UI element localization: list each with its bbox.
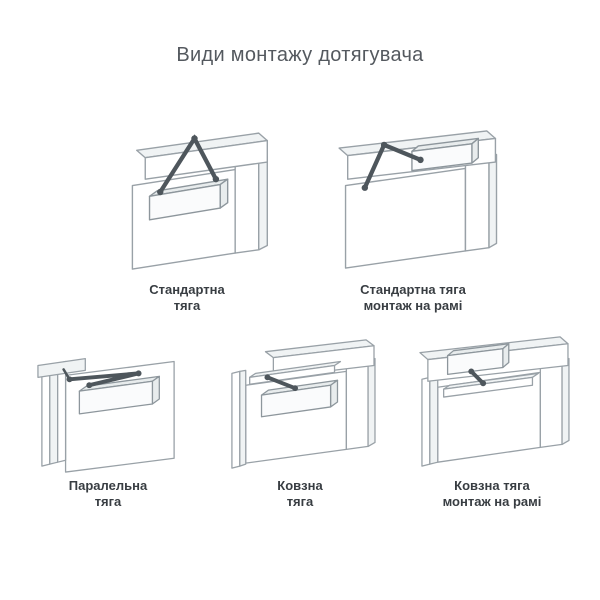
door-closer-body bbox=[260, 379, 339, 418]
caption-line: Стандартна тяга bbox=[360, 282, 466, 297]
closer-arm bbox=[264, 374, 299, 392]
caption-line: монтаж на рамі bbox=[442, 494, 542, 509]
caption-line: тяга bbox=[173, 298, 201, 313]
door-closer-body bbox=[148, 178, 229, 221]
diagram-caption: Стандартна тяга монтаж на рамі bbox=[360, 282, 466, 314]
closer-arm bbox=[157, 134, 220, 196]
diagram-row-top: Стандартна тяга bbox=[0, 119, 600, 314]
caption-line: тяга bbox=[286, 494, 314, 509]
standard-arm-frame-mount-illustration bbox=[338, 130, 498, 269]
diagram-parallel-arm: Паралельна тяга bbox=[17, 328, 199, 510]
diagram-caption: Ковзна тяга монтаж на рамі bbox=[443, 478, 542, 510]
door-closer-body bbox=[78, 375, 160, 415]
page-title: Види монтажу дотягувача bbox=[176, 44, 424, 66]
caption-line: монтаж на рамі bbox=[363, 298, 463, 313]
caption-line: Паралельна bbox=[68, 478, 148, 493]
slide-arm-illustration bbox=[231, 339, 376, 469]
closer-arm bbox=[361, 141, 424, 191]
slide-channel bbox=[443, 372, 540, 398]
diagram-caption: Стандартна тяга bbox=[149, 282, 225, 314]
diagram-standard-arm-frame-mount: Стандартна тяга монтаж на рамі bbox=[313, 119, 513, 314]
door-closer-body bbox=[446, 343, 510, 376]
diagram-slide-arm: Ковзна тяга bbox=[209, 328, 391, 510]
closer-arm bbox=[62, 368, 142, 389]
caption-line: тяга bbox=[94, 494, 122, 509]
caption-line: Ковзна bbox=[277, 478, 323, 493]
diagram-row-bottom: Паралельна тяга bbox=[0, 328, 600, 510]
diagram-standard-arm: Стандартна тяга bbox=[87, 119, 287, 314]
slide-arm-frame-mount-illustration bbox=[419, 336, 570, 467]
standard-arm-illustration bbox=[131, 132, 268, 270]
caption-line: Стандартна bbox=[149, 282, 225, 297]
diagram-caption: Паралельна тяга bbox=[69, 478, 147, 510]
diagram-slide-arm-frame-mount: Ковзна тяга монтаж на рамі bbox=[401, 328, 583, 510]
closer-arm bbox=[468, 368, 487, 387]
parallel-arm-illustration bbox=[37, 357, 175, 473]
door-closer-body bbox=[411, 137, 480, 172]
caption-line: Ковзна тяга bbox=[454, 478, 530, 493]
diagram-caption: Ковзна тяга bbox=[277, 478, 322, 510]
